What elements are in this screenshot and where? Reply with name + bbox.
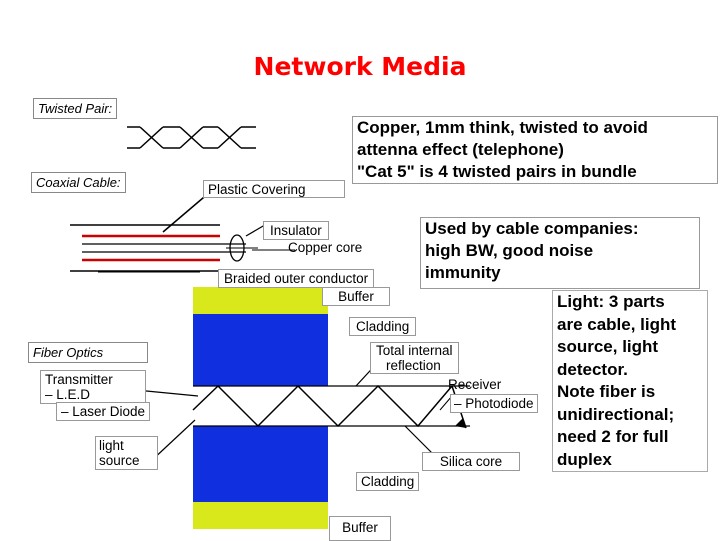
coaxial-cable-label: Coaxial Cable:	[31, 172, 126, 193]
source-label: source	[99, 453, 140, 468]
coax-note-line: Used by cable companies:	[425, 219, 639, 238]
coaxial-cable-drawing	[70, 191, 295, 278]
coax-note-line: high BW, good noise	[425, 241, 594, 260]
twisted-pair-note-line: attenna effect (telephone)	[357, 140, 564, 159]
twisted-pair-note: Copper, 1mm think, twisted to avoid atte…	[352, 116, 718, 184]
plastic-covering-label: Plastic Covering	[203, 180, 345, 198]
fiber-note-line: Note fiber is	[557, 382, 656, 401]
cladding-top-label: Cladding	[349, 317, 417, 336]
fiber-optics-label: Fiber Optics	[28, 342, 148, 363]
twisted-pair-note-line: Copper, 1mm think, twisted to avoid	[357, 118, 648, 137]
fiber-note-line: Light: 3 parts	[557, 292, 665, 311]
fiber-note-line: detector.	[557, 359, 628, 379]
light-source-box: light source	[95, 436, 158, 470]
reflection-line: reflection	[386, 358, 441, 373]
receiver-label: Receiver	[448, 377, 502, 392]
fiber-optic-cable-drawing	[135, 287, 470, 529]
transmitter-box: Transmitter – L.E.D	[40, 370, 146, 404]
twisted-pair-note-line: "Cat 5" is 4 twisted pairs in bundle	[357, 162, 637, 181]
cladding-bottom-label: Cladding	[356, 472, 420, 491]
transmitter-label: Transmitter	[45, 372, 113, 387]
buffer-top-label: Buffer	[322, 287, 390, 306]
buffer-bottom-label: Buffer	[329, 516, 391, 541]
twisted-pair-wires	[127, 126, 256, 149]
fiber-note-line: source, light	[557, 337, 659, 356]
twisted-pair-label: Twisted Pair:	[33, 98, 118, 119]
braided-outer-conductor-label: Braided outer conductor	[218, 269, 375, 288]
slide-title: Network Media	[253, 52, 467, 81]
total-internal-reflection-label: Total internal reflection	[370, 342, 459, 374]
fiber-note-line: duplex	[557, 449, 612, 469]
coax-note: Used by cable companies: high BW, good n…	[420, 217, 700, 289]
photodiode-label: – Photodiode	[450, 394, 538, 413]
copper-core-label: Copper core	[288, 240, 363, 255]
coax-note-line: immunity	[425, 263, 501, 282]
fiber-note-line: need 2 for full	[557, 427, 669, 446]
laser-diode-label: – Laser Diode	[56, 402, 151, 421]
light-label: light	[99, 438, 124, 453]
insulator-label: Insulator	[263, 221, 329, 240]
total-internal-line: Total internal	[376, 343, 453, 358]
fiber-note-line: unidirectional;	[557, 404, 675, 424]
fiber-note: Light: 3 parts are cable, light source, …	[552, 290, 708, 472]
silica-core-label: Silica core	[422, 452, 520, 471]
fiber-note-line: are cable, light	[557, 314, 677, 334]
led-label: – L.E.D	[45, 387, 91, 402]
